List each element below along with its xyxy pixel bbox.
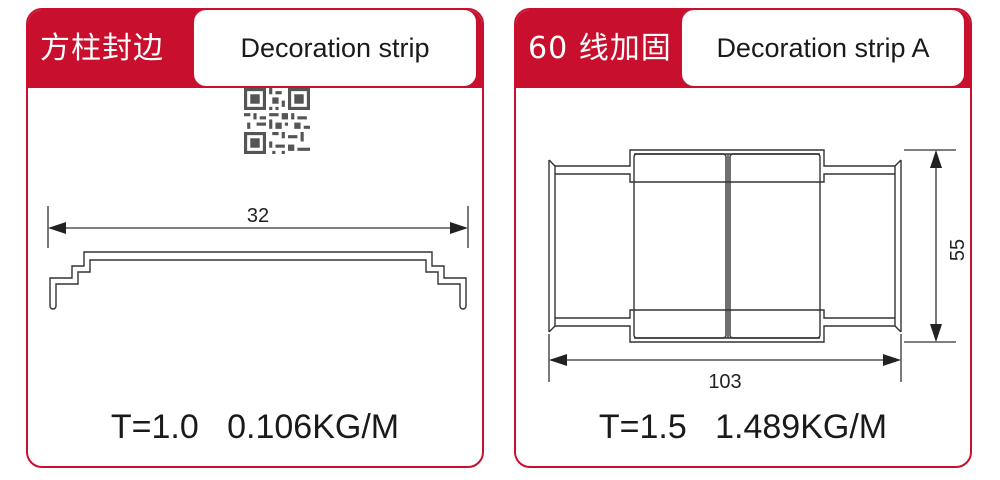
product-card-decoration-strip-a: 60 线加固 Decoration strip A bbox=[514, 8, 972, 468]
chinese-title: 方柱封边 bbox=[40, 31, 164, 66]
product-card-decoration-strip: 方柱封边 Decoration strip bbox=[26, 8, 484, 468]
card-header: 方柱封边 Decoration strip bbox=[28, 10, 482, 88]
dimension-32: 32 bbox=[247, 205, 269, 227]
english-title: Decoration strip bbox=[194, 10, 476, 86]
chinese-title: 60 线加固 bbox=[528, 31, 672, 66]
qr-code-icon bbox=[244, 88, 310, 154]
dimension-55: 55 bbox=[947, 239, 969, 261]
card-header: 60 线加固 Decoration strip A bbox=[516, 10, 970, 88]
profile-drawing-decoration-strip-a: 55 103 bbox=[548, 149, 969, 393]
profile-drawing-decoration-strip: 32 bbox=[47, 205, 469, 310]
spec-weight: T=1.5 1.489KG/M bbox=[598, 408, 888, 446]
spec-weight: T=1.0 0.106KG/M bbox=[110, 408, 400, 446]
english-title: Decoration strip A bbox=[682, 10, 964, 86]
dimension-103: 103 bbox=[708, 371, 741, 393]
